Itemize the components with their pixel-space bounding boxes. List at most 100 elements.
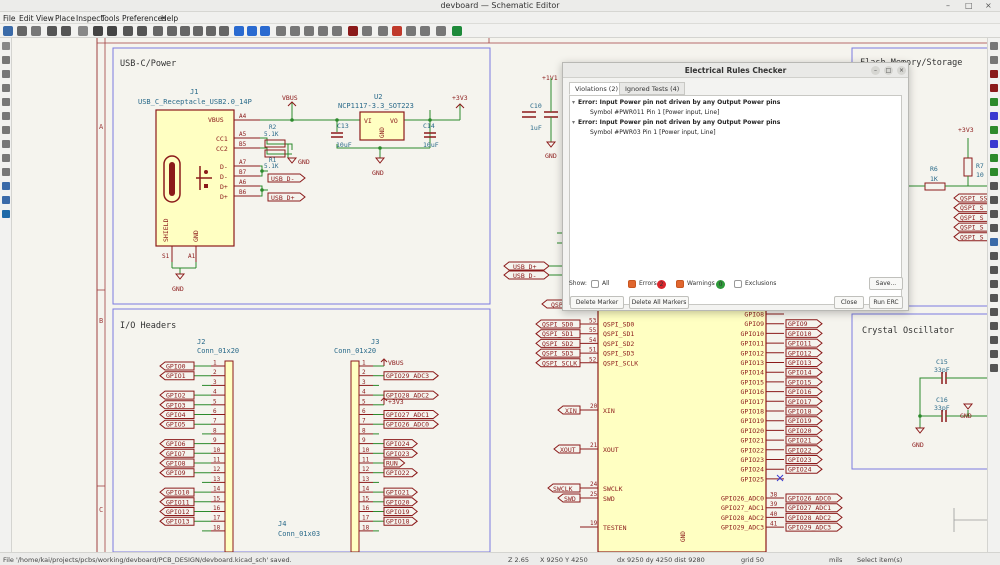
flash-qspi-label[interactable]: QSPI_S (953, 222, 987, 232)
hier-label-icon[interactable] (990, 210, 998, 218)
j2-net-label[interactable]: GPIO11 (159, 497, 195, 507)
menu-inspect[interactable]: Inspect (76, 14, 104, 23)
j2-net-label[interactable]: GPIO9 (159, 468, 195, 478)
add-rectangle-icon[interactable] (990, 294, 998, 302)
add-power-icon[interactable] (990, 84, 998, 92)
delete-marker-button[interactable]: Delete Marker (570, 296, 624, 309)
hierarchy-nav-icon[interactable] (2, 154, 10, 162)
annotate-icon[interactable] (378, 26, 388, 36)
erc-icon[interactable] (392, 26, 402, 36)
mcu-gpio-label[interactable]: GPIO11 (785, 338, 823, 348)
cursor-full-icon[interactable] (2, 98, 10, 106)
label-swclk[interactable]: SWCLK (547, 483, 581, 493)
refresh-icon[interactable] (153, 26, 163, 36)
capacitor-c14[interactable]: C14 10uF (423, 122, 439, 149)
mcu-gpio-label[interactable]: GPIO13 (785, 358, 823, 368)
no-connect-icon[interactable] (990, 154, 998, 162)
mcu-gpio-label[interactable]: GPIO19 (785, 416, 823, 426)
mcu-gpio-label[interactable]: GPIO12 (785, 348, 823, 358)
flash-qspi-label[interactable]: QSPI_S (953, 212, 987, 222)
plot-icon[interactable] (61, 26, 71, 36)
paste-icon[interactable] (78, 26, 88, 36)
global-label-icon[interactable] (990, 196, 998, 204)
mcu-gpio-label[interactable]: GPIO17 (785, 396, 823, 406)
no-connect-gpio25[interactable] (776, 474, 784, 482)
mcu-qspi-label[interactable]: QSPI_SD1 (535, 329, 581, 339)
select-icon[interactable] (990, 42, 998, 50)
label-xout[interactable]: XOUT (553, 444, 581, 454)
mcu-gpio-label[interactable]: GPIO21 (785, 435, 823, 445)
header-j2[interactable]: J2 Conn_01x20 1GPIO02GPIO134GPIO25GPIO36… (159, 338, 239, 552)
j3-net-label[interactable]: GPIO20 (383, 497, 419, 507)
add-circle-icon[interactable] (990, 308, 998, 316)
tool-settings-icon[interactable] (2, 210, 10, 218)
junction-icon[interactable] (990, 168, 998, 176)
hidden-pins-icon[interactable] (2, 112, 10, 120)
power-gnd-crystal[interactable]: GND (912, 427, 926, 449)
search-panel-icon[interactable] (2, 196, 10, 204)
tab-violations[interactable]: Violations (2) (569, 82, 624, 95)
capacitor-c10[interactable]: C10 1uF GND (522, 78, 558, 160)
j3-net-label[interactable]: GPIO19 (383, 507, 419, 517)
filter-exclusions-checkbox[interactable] (734, 280, 742, 288)
zoom-objects-icon[interactable] (206, 26, 216, 36)
label-mcu-usb-dm[interactable]: USB_D- (503, 270, 550, 280)
j2-net-label[interactable]: GPIO1 (159, 371, 195, 381)
add-bus-icon[interactable] (990, 112, 998, 120)
zoom-in-icon[interactable] (167, 26, 177, 36)
erc-minimize-icon[interactable]: – (871, 66, 880, 75)
delete-icon[interactable] (990, 364, 998, 372)
units-mm-icon[interactable] (2, 84, 10, 92)
erc-close-icon[interactable]: × (897, 66, 906, 75)
menu-help[interactable]: Help (161, 14, 179, 23)
symbol-browser-icon[interactable] (362, 26, 372, 36)
violation-detail[interactable]: Symbol #PWR011 Pin 1 [Power input, Line] (590, 109, 720, 116)
add-image-icon[interactable] (990, 350, 998, 358)
add-symbol-icon[interactable] (990, 70, 998, 78)
add-wire-icon[interactable] (990, 98, 998, 106)
menu-tools[interactable]: Tools (101, 14, 120, 23)
hier-sheet-icon[interactable] (990, 224, 998, 232)
menu-preferences[interactable]: Preferences (122, 14, 167, 23)
page-settings-icon[interactable] (31, 26, 41, 36)
power-gnd-ldo[interactable]: GND (372, 157, 386, 177)
capacitor-c15[interactable]: C15 33pF (934, 358, 950, 384)
print-icon[interactable] (47, 26, 57, 36)
highlight-net-icon[interactable] (990, 56, 998, 64)
label-usb-dm[interactable]: USB_D- (267, 173, 306, 183)
minimize-icon[interactable]: – (946, 1, 950, 10)
menu-view[interactable]: View (36, 14, 54, 23)
grid-toggle-icon[interactable] (2, 42, 10, 50)
expand-chevron-icon[interactable]: ▾ (572, 119, 576, 126)
power-gnd-cc[interactable]: GND (286, 157, 310, 166)
zoom-out-icon[interactable] (180, 26, 190, 36)
wire-entry-icon[interactable] (990, 126, 998, 134)
j2-net-label[interactable]: GPIO12 (159, 507, 195, 517)
capacitor-c13[interactable]: C13 10uF (331, 122, 352, 149)
label-mcu-usb-dp[interactable]: USB_D+ (503, 261, 550, 271)
find-icon[interactable] (123, 26, 133, 36)
expand-chevron-icon[interactable]: ▾ (572, 99, 576, 106)
label-xin[interactable]: XIN (557, 405, 581, 415)
mcu-qspi-label[interactable]: QSPI_SD3 (535, 348, 581, 358)
assign-footprints-icon[interactable] (436, 26, 446, 36)
j2-net-label[interactable]: GPIO2 (159, 390, 195, 400)
arrow-up-icon[interactable] (247, 26, 257, 36)
free-angle-icon[interactable] (2, 126, 10, 134)
mcu-gpio-label[interactable]: GPIO18 (785, 406, 823, 416)
power-1v1[interactable]: +1V1 (542, 74, 558, 82)
mcu-qspi-label[interactable]: QSPI_SD0 (535, 319, 581, 329)
close-button[interactable]: Close (834, 296, 864, 309)
violation-error[interactable]: Error: Input Power pin not driven by any… (578, 99, 781, 106)
j2-net-label[interactable]: GPIO10 (159, 487, 195, 497)
units-inch-icon[interactable] (2, 56, 10, 64)
mcu-qspi-label[interactable]: QSPI_SD2 (535, 338, 581, 348)
hierarchy-icon[interactable] (276, 26, 286, 36)
schematic-setup-icon[interactable] (17, 26, 27, 36)
delete-all-markers-button[interactable]: Delete All Markers (629, 296, 689, 309)
mcu-gpio-label[interactable]: GPIO16 (785, 387, 823, 397)
j3-net-label[interactable]: GPIO21 (383, 487, 419, 497)
pcb-editor-icon[interactable] (452, 26, 462, 36)
net-highlight-icon[interactable] (2, 140, 10, 148)
